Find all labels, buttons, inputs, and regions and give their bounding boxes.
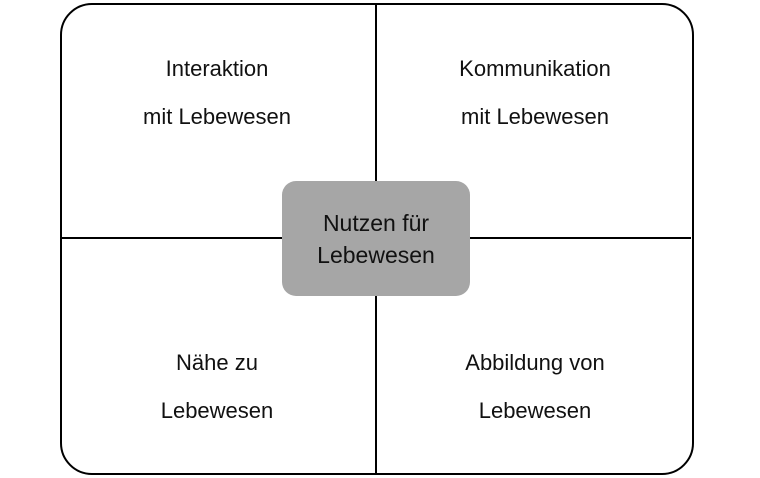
- quadrant-top-left-line2: mit Lebewesen: [143, 104, 291, 129]
- center-node: Nutzen für Lebewesen: [282, 181, 470, 296]
- quadrant-top-right-line2: mit Lebewesen: [461, 104, 609, 129]
- quadrant-bottom-right-line1: Abbildung von: [465, 350, 605, 375]
- quadrant-top-left: Interaktion mit Lebewesen: [67, 45, 367, 141]
- quadrant-bottom-left: Nähe zu Lebewesen: [67, 339, 367, 435]
- quadrant-bottom-left-line2: Lebewesen: [160, 398, 274, 423]
- quadrant-bottom-left-line1: Nähe zu: [176, 350, 258, 375]
- quadrant-top-right-line1: Kommunikation: [459, 56, 611, 81]
- quadrant-bottom-right: Abbildung von Lebewesen: [385, 339, 685, 435]
- quadrant-top-right: Kommunikation mit Lebewesen: [385, 45, 685, 141]
- center-node-line2: Lebewesen: [317, 241, 435, 268]
- quadrant-top-left-line1: Interaktion: [165, 56, 269, 81]
- quadrant-bottom-right-line2: Lebewesen: [478, 398, 592, 423]
- diagram-frame: [60, 3, 694, 475]
- center-node-line1: Nutzen für: [322, 209, 430, 236]
